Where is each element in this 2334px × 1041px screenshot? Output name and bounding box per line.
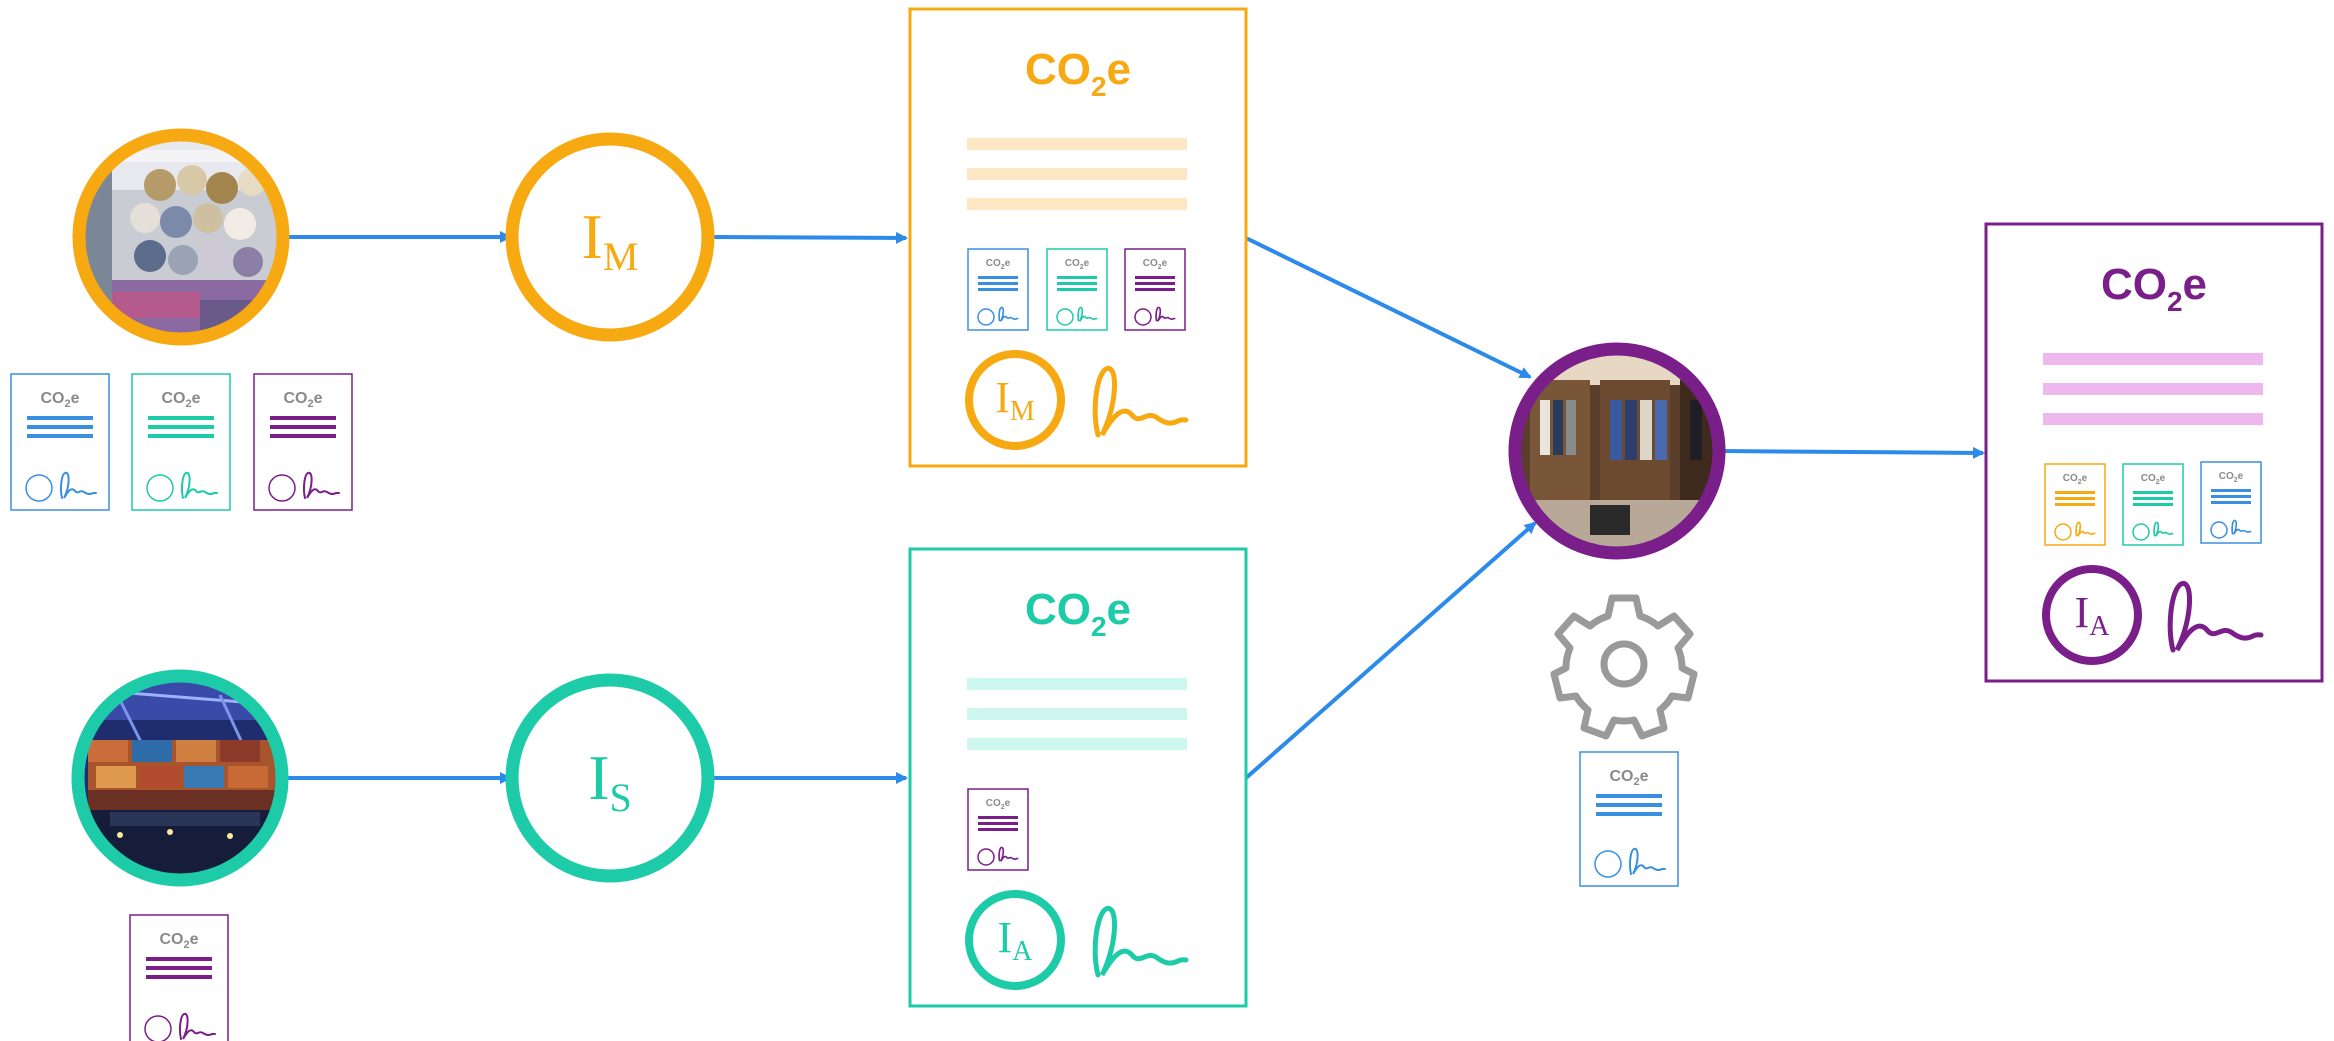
svg-text:CO2e: CO2e xyxy=(986,798,1011,811)
svg-text:CO2e: CO2e xyxy=(2219,471,2244,484)
arrow-teal-credential-to-store xyxy=(1244,521,1537,780)
issuer-seal-icon: IM xyxy=(965,350,1065,450)
orange-credential: CO2e CO2e CO2e CO2e xyxy=(908,7,1248,468)
arrow-orange-credential-to-store xyxy=(1245,236,1532,379)
svg-text:IA: IA xyxy=(998,913,1034,967)
small-credential-blue: CO2e xyxy=(1579,751,1679,887)
svg-text:CO2e: CO2e xyxy=(2141,473,2166,486)
svg-text:CO2e: CO2e xyxy=(159,931,198,951)
nested-credential-blue: CO2e xyxy=(2200,461,2262,544)
svg-text:CO2e: CO2e xyxy=(40,390,79,410)
teal-credential: CO2e CO2e IA xyxy=(908,547,1248,1008)
container-ship-photo xyxy=(80,678,280,878)
nested-credential-teal: CO2e xyxy=(1046,248,1108,331)
store-node xyxy=(1508,342,1726,560)
svg-text:CO2e: CO2e xyxy=(161,390,200,410)
issuer-is-node: IS xyxy=(505,673,715,883)
arrow-im-to-orange-credential xyxy=(711,231,908,244)
small-credential-purple: CO2e xyxy=(129,914,229,1041)
issuer-is-sub: S xyxy=(610,775,632,820)
ship-node xyxy=(71,669,289,887)
issuer-seal-icon: IA xyxy=(965,890,1065,990)
svg-text:IS: IS xyxy=(588,742,632,820)
svg-text:CO2e: CO2e xyxy=(1609,768,1648,788)
svg-text:CO2e: CO2e xyxy=(986,258,1011,271)
svg-text:IM: IM xyxy=(582,201,639,279)
svg-text:IM: IM xyxy=(995,373,1035,427)
nested-credential-purple: CO2e xyxy=(1124,248,1186,331)
svg-text:CO2e: CO2e xyxy=(1025,45,1131,102)
svg-text:CO2e: CO2e xyxy=(2063,473,2088,486)
svg-text:CO2e: CO2e xyxy=(1025,585,1131,642)
svg-text:CO2e: CO2e xyxy=(1143,258,1168,271)
svg-text:IA: IA xyxy=(2075,588,2111,642)
issuer-im-node: IM xyxy=(505,132,715,342)
gear-icon xyxy=(1550,594,1698,740)
issuer-im-letter: I xyxy=(582,201,603,272)
issuer-im-sub: M xyxy=(603,234,639,279)
small-credential-purple: CO2e xyxy=(253,373,353,511)
nested-credential-orange: CO2e xyxy=(2044,463,2106,546)
svg-text:CO2e: CO2e xyxy=(283,390,322,410)
nested-credential-purple: CO2e xyxy=(967,788,1029,871)
issuer-seal-icon: IA xyxy=(2042,565,2142,665)
small-credential-blue: CO2e xyxy=(10,373,110,511)
small-credential-teal: CO2e xyxy=(131,373,231,511)
arrow-store-to-final-credential xyxy=(1719,446,1985,459)
nested-credential-blue: CO2e xyxy=(967,248,1029,331)
svg-text:CO2e: CO2e xyxy=(1065,258,1090,271)
flow-arrows xyxy=(280,231,1985,784)
issuer-is-letter: I xyxy=(588,742,609,813)
final-credential: CO2e CO2e CO2e CO2e IA xyxy=(1984,222,2324,683)
factory-node xyxy=(72,128,290,346)
svg-text:CO2e: CO2e xyxy=(2101,260,2207,317)
nested-credential-teal: CO2e xyxy=(2122,463,2184,546)
